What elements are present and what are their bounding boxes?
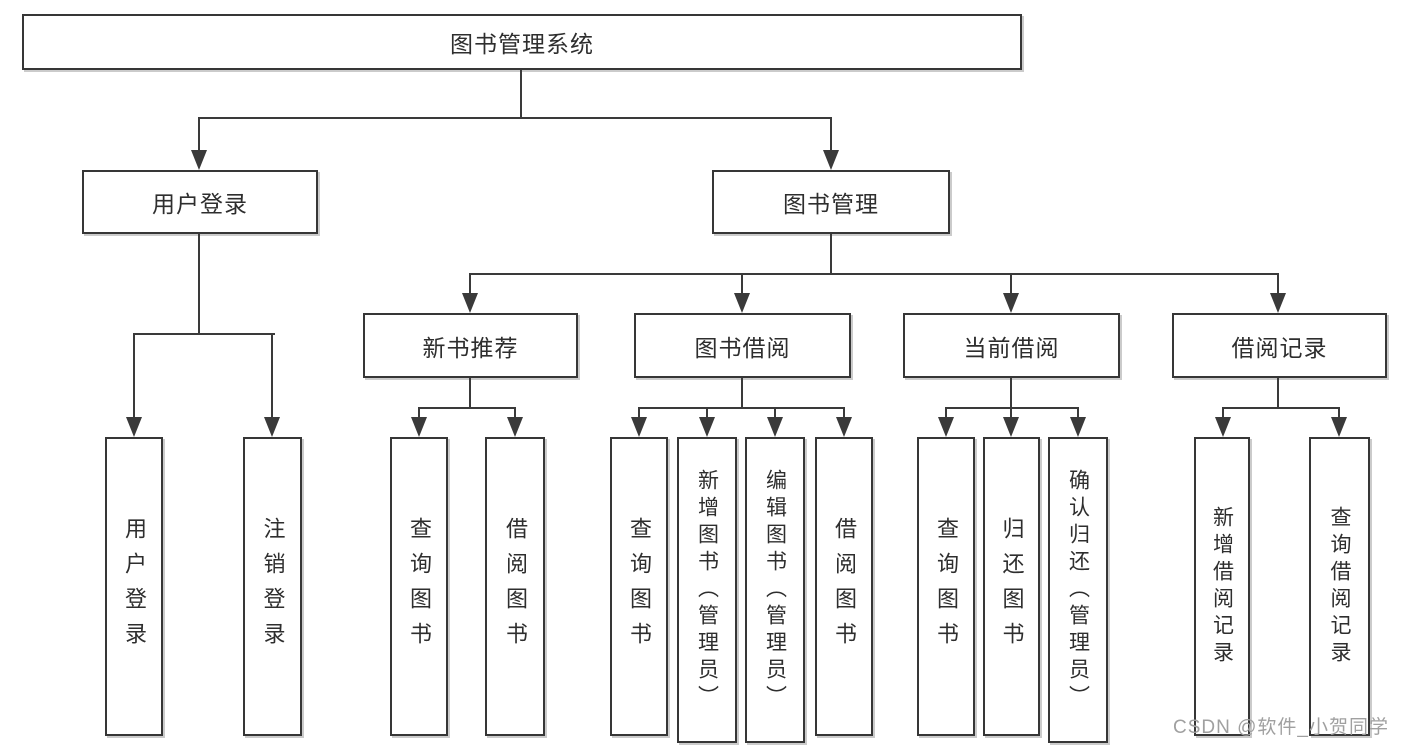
arrowhead-icon — [507, 417, 523, 437]
node-borrow-records: 借阅记录 — [1172, 313, 1387, 378]
arrowhead-icon — [1270, 293, 1286, 313]
arrowhead-icon — [1003, 293, 1019, 313]
leaf-borrow-edit-books-admin: 编辑图书（管理员） — [745, 437, 805, 743]
connector-line — [133, 333, 135, 418]
leaf-borrow-add-books-admin: 新增图书（管理员） — [677, 437, 737, 743]
connector-line — [638, 407, 845, 409]
leaf-borrow-query-books: 查询图书 — [610, 437, 668, 736]
node-root-system: 图书管理系统 — [22, 14, 1022, 70]
arrowhead-icon — [631, 417, 647, 437]
connector-line — [741, 273, 743, 295]
arrowhead-icon — [938, 417, 954, 437]
connector-line — [418, 407, 420, 418]
csdn-watermark: CSDN @软件_小贺同学 — [1173, 717, 1389, 738]
connector-line — [198, 117, 200, 152]
connector-line — [774, 407, 776, 418]
leaf-borrow-borrow-books: 借阅图书 — [815, 437, 873, 736]
leaf-current-query-books: 查询图书 — [917, 437, 975, 736]
leaf-records-query-record: 查询借阅记录 — [1309, 437, 1370, 736]
connector-line — [1077, 407, 1079, 418]
connector-line — [469, 273, 471, 295]
connector-line — [741, 378, 743, 408]
connector-line — [638, 407, 640, 418]
leaf-newbooks-query-books: 查询图书 — [390, 437, 448, 736]
arrowhead-icon — [767, 417, 783, 437]
leaf-current-confirm-return-admin: 确认归还（管理员） — [1048, 437, 1108, 743]
connector-line — [706, 407, 708, 418]
connector-line — [469, 273, 1279, 275]
leaf-newbooks-borrow-books: 借阅图书 — [485, 437, 545, 736]
connector-line — [1010, 273, 1012, 295]
connector-line — [418, 407, 516, 409]
leaf-current-return-books: 归还图书 — [983, 437, 1040, 736]
node-current-borrow: 当前借阅 — [903, 313, 1120, 378]
arrowhead-icon — [264, 417, 280, 437]
leaf-user-login: 用户登录 — [105, 437, 163, 736]
connector-line — [514, 407, 516, 418]
connector-line — [198, 117, 832, 119]
node-book-borrow: 图书借阅 — [634, 313, 851, 378]
connector-line — [830, 117, 832, 152]
connector-line — [1010, 378, 1012, 408]
connector-line — [843, 407, 845, 418]
arrowhead-icon — [191, 150, 207, 170]
arrowhead-icon — [699, 417, 715, 437]
leaf-logout: 注销登录 — [243, 437, 302, 736]
connector-line — [945, 407, 947, 418]
connector-line — [830, 234, 832, 274]
arrowhead-icon — [1331, 417, 1347, 437]
connector-line — [1222, 407, 1224, 418]
arrowhead-icon — [411, 417, 427, 437]
arrowhead-icon — [823, 150, 839, 170]
connector-line — [1277, 378, 1279, 408]
arrowhead-icon — [1215, 417, 1231, 437]
connector-line — [520, 70, 522, 118]
connector-line — [1010, 407, 1012, 418]
node-user-login: 用户登录 — [82, 170, 318, 234]
connector-line — [1222, 407, 1340, 409]
node-new-book-recommend: 新书推荐 — [363, 313, 578, 378]
arrowhead-icon — [1003, 417, 1019, 437]
arrowhead-icon — [126, 417, 142, 437]
node-book-management: 图书管理 — [712, 170, 950, 234]
arrowhead-icon — [836, 417, 852, 437]
connector-line — [198, 234, 200, 334]
arrowhead-icon — [1070, 417, 1086, 437]
connector-line — [271, 333, 273, 418]
connector-line — [133, 333, 275, 335]
arrowhead-icon — [462, 293, 478, 313]
connector-line — [1277, 273, 1279, 295]
leaf-records-add-record: 新增借阅记录 — [1194, 437, 1250, 736]
connector-line — [1338, 407, 1340, 418]
arrowhead-icon — [734, 293, 750, 313]
connector-line — [469, 378, 471, 408]
